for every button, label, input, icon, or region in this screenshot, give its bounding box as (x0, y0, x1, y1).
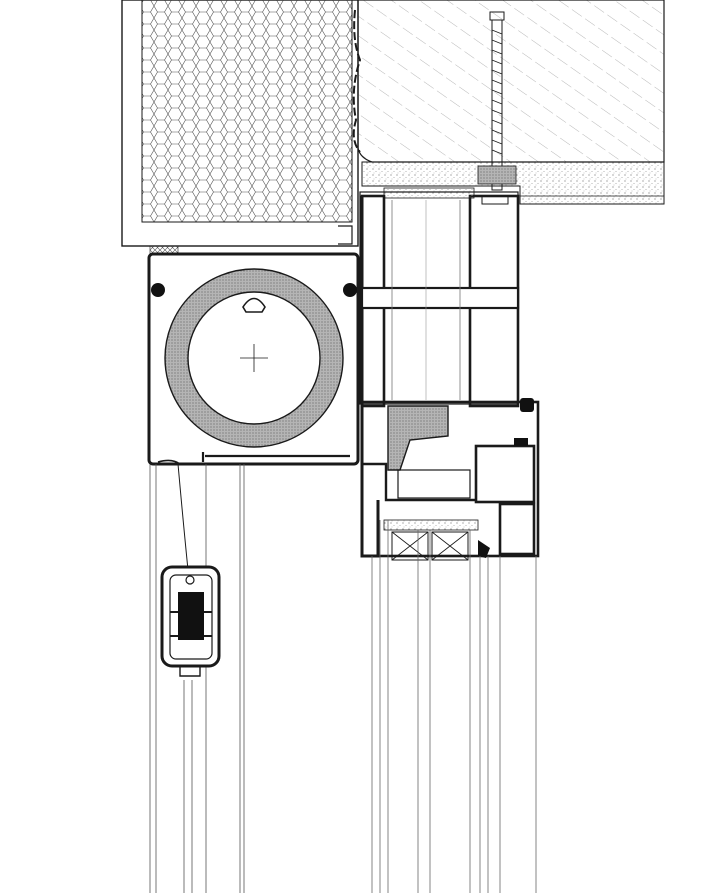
shutter-box-housing (147, 252, 360, 466)
insulation-block (121, 0, 359, 255)
anchor-bolt (477, 11, 517, 191)
shutter-bottom-bar (160, 565, 221, 677)
guide-cord (157, 459, 189, 571)
drum-axis-cross (240, 344, 268, 372)
concrete-lintel (352, 0, 665, 163)
shutter-curtain-lines (149, 464, 245, 893)
window-sash (360, 398, 540, 558)
glazing-unit (371, 519, 537, 893)
